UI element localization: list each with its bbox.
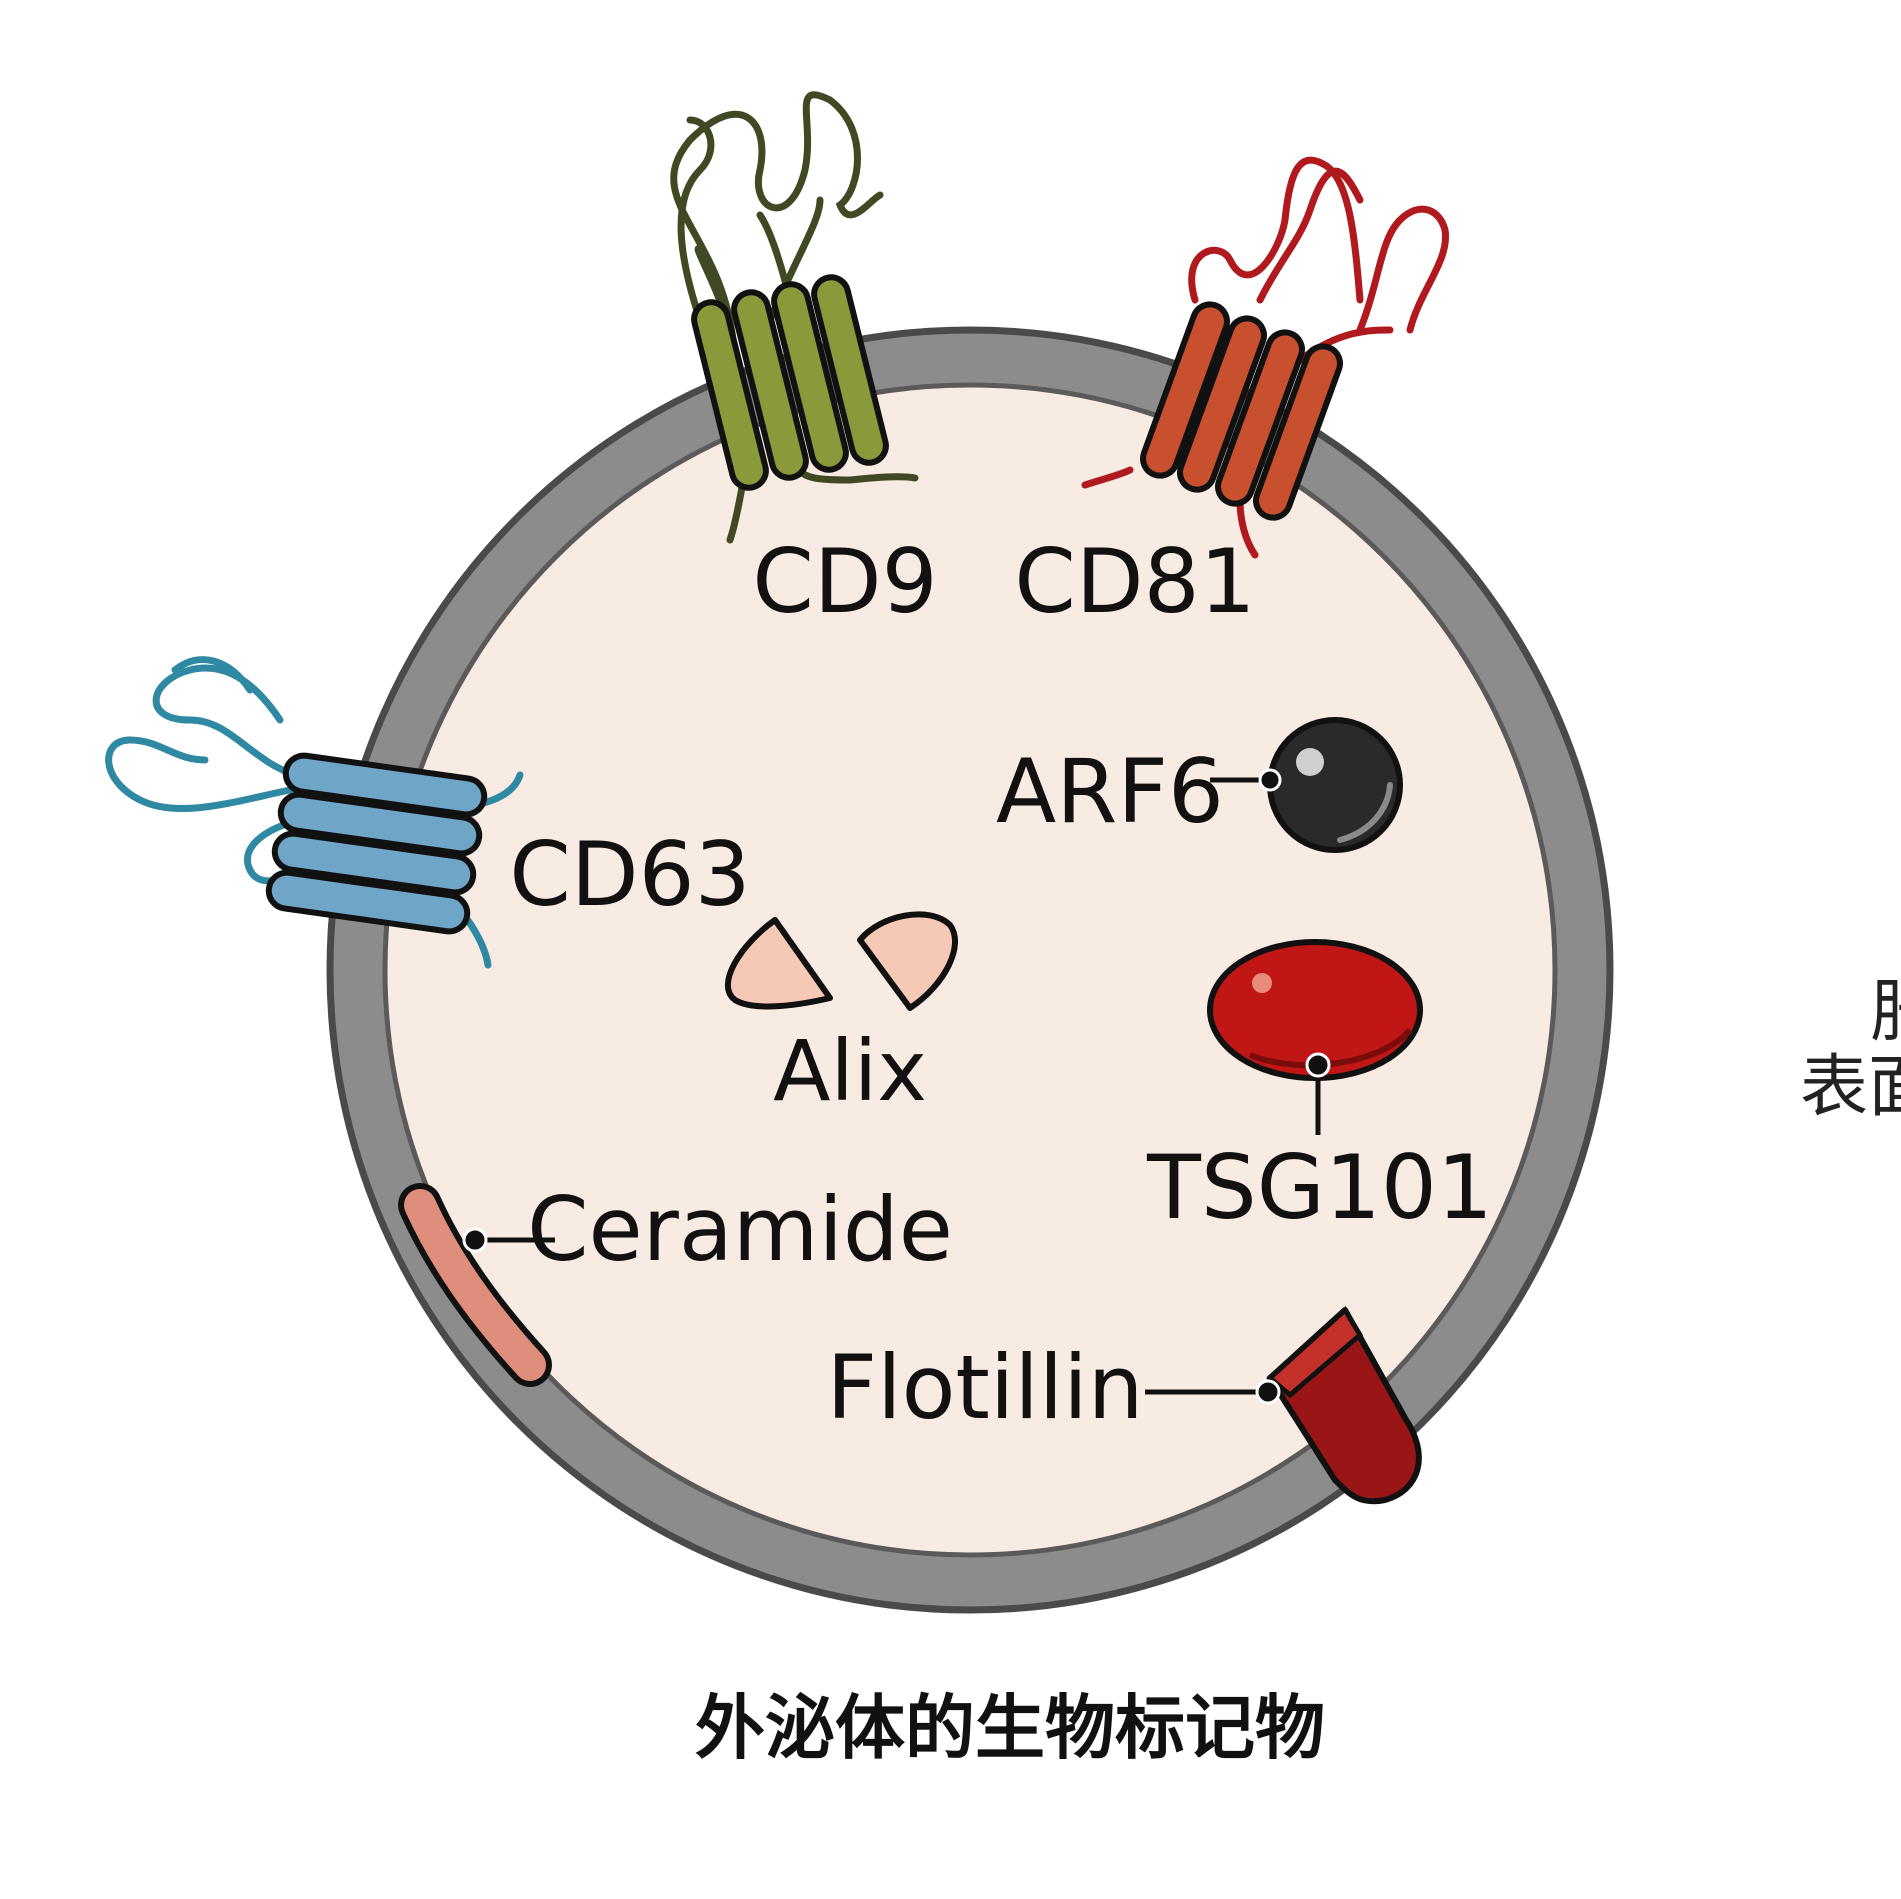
tsg101-anchor [1305,1052,1331,1078]
exosome-vesicle [326,326,1614,1614]
cd9-helices [691,274,889,491]
arf6-label: ARF6 [996,740,1224,843]
tsg101-shade [1248,1027,1413,1069]
alix-wedge-left [724,917,833,1010]
side-text-line2: 表面 [1800,1048,1901,1127]
flotillin-anchor [1255,1379,1281,1405]
figure-caption: 外泌体的生物标记物 [695,1687,1325,1769]
ceramide-anchor [462,1227,488,1253]
alix-label: Alix [773,1022,927,1120]
tsg101-protein: TSG101 [1146,939,1493,1239]
cd9-loop [670,91,919,544]
cd81-label: CD81 [1014,530,1255,633]
flotillin-top [1266,1306,1364,1399]
ceramide-bar-fill [404,1189,546,1381]
side-text-line1: 肝 [1870,973,1901,1052]
flotillin-protein: Flotillin [827,1306,1422,1505]
tsg101-spot [1252,973,1272,993]
cd9-protein: CD9 [670,91,938,633]
ceramide-lipid: Ceramide [398,1178,953,1387]
alix-wedge-right [857,911,958,1011]
cd9-label: CD9 [752,530,937,633]
arf6-highlight [1337,782,1393,843]
cd81-helices [1140,301,1343,521]
arf6-anchor [1258,768,1282,792]
alix-protein: Alix [724,911,958,1120]
tsg101-label: TSG101 [1146,1136,1493,1239]
arf6-sphere [1267,717,1403,853]
flotillin-label: Flotillin [827,1336,1144,1439]
cd63-label: CD63 [509,823,750,926]
ceramide-label: Ceramide [527,1178,953,1281]
cd81-protein: CD81 [1014,156,1450,633]
arf6-shine [1296,748,1324,776]
vesicle-lumen [382,382,1558,1558]
cd63-protein: CD63 [105,656,751,969]
arf6-protein: ARF6 [996,717,1403,853]
cd63-loop [105,656,524,969]
cd63-helices [265,752,488,935]
